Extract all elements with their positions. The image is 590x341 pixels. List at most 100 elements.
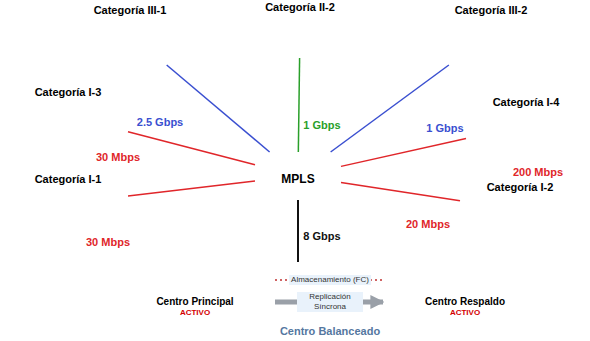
site-ellipse-shape xyxy=(10,189,126,233)
server-slot xyxy=(132,38,137,39)
user-head xyxy=(489,210,494,215)
server-icon xyxy=(60,115,69,133)
center-name: Centro Principal xyxy=(156,296,233,308)
disk-icon xyxy=(538,223,546,228)
disk-icon xyxy=(516,37,524,42)
disk-icon xyxy=(219,290,225,294)
disk-icon xyxy=(82,211,90,216)
disk-icon xyxy=(328,38,336,43)
user-head xyxy=(37,116,42,121)
disk-icon xyxy=(479,279,485,283)
server-icon xyxy=(491,35,500,51)
site-heading: Categoría I-3 xyxy=(35,85,102,99)
server-slot xyxy=(522,214,527,215)
server-slot xyxy=(460,280,464,281)
disk-icon xyxy=(86,129,94,134)
site-heading: Categoría III-2 xyxy=(455,3,528,17)
server-slot xyxy=(302,33,307,34)
server-icon xyxy=(186,276,193,292)
disk-icon xyxy=(89,124,97,129)
server-icon xyxy=(475,31,484,51)
network-name: MPLS xyxy=(281,172,314,186)
disk-icon xyxy=(551,128,559,133)
disk-icon xyxy=(509,35,517,40)
server-icon xyxy=(52,200,61,220)
server-icon xyxy=(284,26,293,46)
site-heading: Categoría I-2 xyxy=(487,180,554,194)
user-head xyxy=(495,125,500,130)
user-head xyxy=(460,34,465,39)
server-icon xyxy=(122,33,131,51)
user-head xyxy=(269,29,274,34)
cloud-shape xyxy=(262,153,335,192)
bandwidth-label: 2.5 Gbps xyxy=(135,116,185,129)
server-icon xyxy=(512,209,521,227)
disk-icon xyxy=(485,290,491,294)
server-icon xyxy=(52,113,61,133)
server-icon xyxy=(68,204,77,220)
server-slot xyxy=(294,31,299,32)
disk-icon xyxy=(325,32,333,37)
disk-icon xyxy=(96,212,104,217)
disk-icon xyxy=(534,218,542,223)
user-figure xyxy=(488,215,495,228)
site-ellipse-shape xyxy=(10,102,126,146)
link-label: Almacenamiento (FC) xyxy=(289,275,371,285)
network-link xyxy=(298,58,299,152)
site-ellipse: Categoría III-1 xyxy=(67,3,193,65)
user-head xyxy=(174,279,178,283)
server-icon xyxy=(300,30,309,46)
server-slot xyxy=(453,279,457,280)
disk-icon xyxy=(325,43,333,48)
site-ellipse: Categoría III-2 xyxy=(428,3,554,65)
server-slot xyxy=(528,129,533,130)
disk-icon xyxy=(310,31,318,36)
status-label: ACTIVO xyxy=(450,308,480,318)
disk-icon xyxy=(482,285,488,289)
server-icon xyxy=(452,276,459,292)
site-ellipse: Categoría II-2 xyxy=(238,0,362,58)
disk-icon xyxy=(78,118,86,123)
disk-icon xyxy=(210,285,216,289)
disk-icon xyxy=(86,216,94,221)
bandwidth-label: 8 Gbps xyxy=(301,230,342,243)
user-figure xyxy=(173,283,179,293)
site-ellipse: Categoría I-4 xyxy=(466,95,586,155)
server-slot xyxy=(54,116,59,117)
site-ellipse: Categoría I-3 xyxy=(8,85,128,147)
user-figure xyxy=(268,34,275,47)
disk-icon xyxy=(213,279,219,283)
disk-icon xyxy=(530,212,538,217)
disk-icon xyxy=(155,48,163,53)
user-figure xyxy=(494,130,501,143)
server-icon xyxy=(199,279,206,292)
site-ellipse: Categoría I-1 xyxy=(8,172,128,234)
bandwidth-label: 1 Gbps xyxy=(424,122,465,135)
disk-icon xyxy=(479,289,485,293)
disk-icon xyxy=(207,280,213,284)
server-icon xyxy=(459,278,466,292)
disk-icon xyxy=(96,125,104,130)
disk-icon xyxy=(485,281,491,285)
server-slot xyxy=(70,207,75,208)
region-ellipse xyxy=(101,263,559,339)
server-slot xyxy=(194,280,198,281)
site-ellipse-shape xyxy=(240,17,360,57)
network-link xyxy=(341,138,466,166)
server-slot xyxy=(506,210,511,211)
bandwidth-label: 20 Mbps xyxy=(404,218,452,231)
disk-icon xyxy=(144,42,152,47)
disk-icon xyxy=(314,37,322,42)
disk-icon xyxy=(93,130,101,135)
disk-icon xyxy=(519,43,527,48)
server-icon xyxy=(510,122,519,142)
disk-icon xyxy=(148,35,156,40)
server-slot xyxy=(477,34,482,35)
bandwidth-label: 200 Mbps xyxy=(511,166,565,179)
disk-icon xyxy=(544,126,552,131)
center-ellipse-shape xyxy=(116,269,274,323)
disk-icon xyxy=(219,281,225,285)
server-slot xyxy=(485,36,490,37)
user-head xyxy=(99,34,104,39)
